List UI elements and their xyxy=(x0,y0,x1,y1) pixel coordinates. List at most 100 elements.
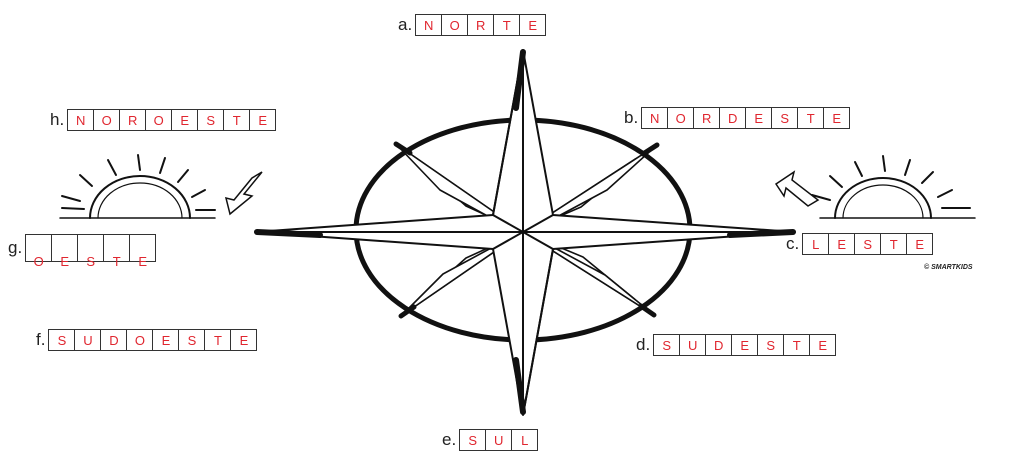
answer-cell: N xyxy=(642,108,668,128)
answer-letter: T xyxy=(113,255,121,268)
answer-cell: U xyxy=(680,335,706,355)
answer-cell: R xyxy=(468,15,494,35)
answer-letter: R xyxy=(476,18,485,33)
answer-cell: E xyxy=(907,234,932,254)
arrow-up-left-icon xyxy=(776,172,818,206)
answer-cell: E xyxy=(520,15,545,35)
answer-cell: O xyxy=(146,110,172,130)
answer-letter: E xyxy=(258,113,267,128)
answer-letter: E xyxy=(837,237,846,252)
label-tag: e. xyxy=(442,430,456,450)
answer-letter: N xyxy=(76,113,85,128)
answer-cell: E xyxy=(52,235,78,261)
answer-cell: N xyxy=(416,15,442,35)
answer-cell: L xyxy=(803,234,829,254)
answer-letter: E xyxy=(832,111,841,126)
answer-cell: D xyxy=(706,335,732,355)
answer-letter: E xyxy=(240,333,249,348)
answer-cell: O xyxy=(94,110,120,130)
answer-letter: S xyxy=(188,333,197,348)
credit-text: © SMARTKIDS xyxy=(924,264,973,271)
answer-cell: E xyxy=(172,110,198,130)
answer-letter: S xyxy=(780,111,789,126)
answer-cell: E xyxy=(153,330,179,350)
answer-cell: O xyxy=(442,15,468,35)
answer-letter: R xyxy=(128,113,137,128)
answer-letter: D xyxy=(714,338,723,353)
label-tag: h. xyxy=(50,110,64,130)
answer-cell: D xyxy=(101,330,127,350)
answer-letter: S xyxy=(206,113,215,128)
answer-cell: E xyxy=(130,235,155,261)
answer-letter: T xyxy=(214,333,222,348)
answer-letter: S xyxy=(86,255,95,268)
answer-letter: N xyxy=(650,111,659,126)
answer-letter: E xyxy=(180,113,189,128)
answer-letter: S xyxy=(468,433,477,448)
answer-cell: N xyxy=(68,110,94,130)
label-tag: g. xyxy=(8,238,22,258)
answer-cell: E xyxy=(746,108,772,128)
answer-letter: S xyxy=(58,333,67,348)
answer-letter: E xyxy=(818,338,827,353)
answer-letter: D xyxy=(109,333,118,348)
answer-letter: O xyxy=(135,333,145,348)
answer-cell: T xyxy=(784,335,810,355)
answer-cell: D xyxy=(720,108,746,128)
answer-letter: T xyxy=(233,113,241,128)
answer-cell: S xyxy=(198,110,224,130)
answer-cell: O xyxy=(26,235,52,261)
answer-cell: S xyxy=(460,430,486,450)
answer-cell: S xyxy=(179,330,205,350)
answer-cell: T xyxy=(205,330,231,350)
answer-letter: S xyxy=(662,338,671,353)
answer-cell: R xyxy=(120,110,146,130)
answer-cell: S xyxy=(78,235,104,261)
answer-cell: E xyxy=(231,330,256,350)
answer-letter: E xyxy=(915,237,924,252)
arrow-down-left-icon xyxy=(226,172,262,214)
answer-letter: O xyxy=(450,18,460,33)
label-tag: b. xyxy=(624,108,638,128)
answer-cell: E xyxy=(824,108,849,128)
label-e-sul: e. S U L xyxy=(442,429,538,451)
answer-letter: O xyxy=(154,113,164,128)
label-tag: f. xyxy=(36,330,45,350)
answer-letter: T xyxy=(890,237,898,252)
answer-cell: S xyxy=(654,335,680,355)
answer-letter: O xyxy=(676,111,686,126)
answer-letter: L xyxy=(521,433,528,448)
answer-letter: U xyxy=(688,338,697,353)
label-tag: d. xyxy=(636,335,650,355)
answer-letter: S xyxy=(766,338,775,353)
answer-letter: E xyxy=(740,338,749,353)
answer-cell: O xyxy=(127,330,153,350)
answer-cell: T xyxy=(494,15,520,35)
answer-letter: T xyxy=(807,111,815,126)
compass-cardinal-star xyxy=(255,50,795,415)
answer-cell: E xyxy=(732,335,758,355)
answer-cell: U xyxy=(75,330,101,350)
answer-letter: U xyxy=(494,433,503,448)
answer-cell: O xyxy=(668,108,694,128)
answer-letter: R xyxy=(702,111,711,126)
answer-letter: L xyxy=(812,237,819,252)
answer-letter: S xyxy=(863,237,872,252)
answer-cell: E xyxy=(829,234,855,254)
answer-letter: E xyxy=(138,255,147,268)
answer-cell: S xyxy=(772,108,798,128)
rising-sun-icon xyxy=(812,156,975,218)
answer-cell: S xyxy=(49,330,75,350)
answer-letter: D xyxy=(728,111,737,126)
answer-cell: S xyxy=(855,234,881,254)
